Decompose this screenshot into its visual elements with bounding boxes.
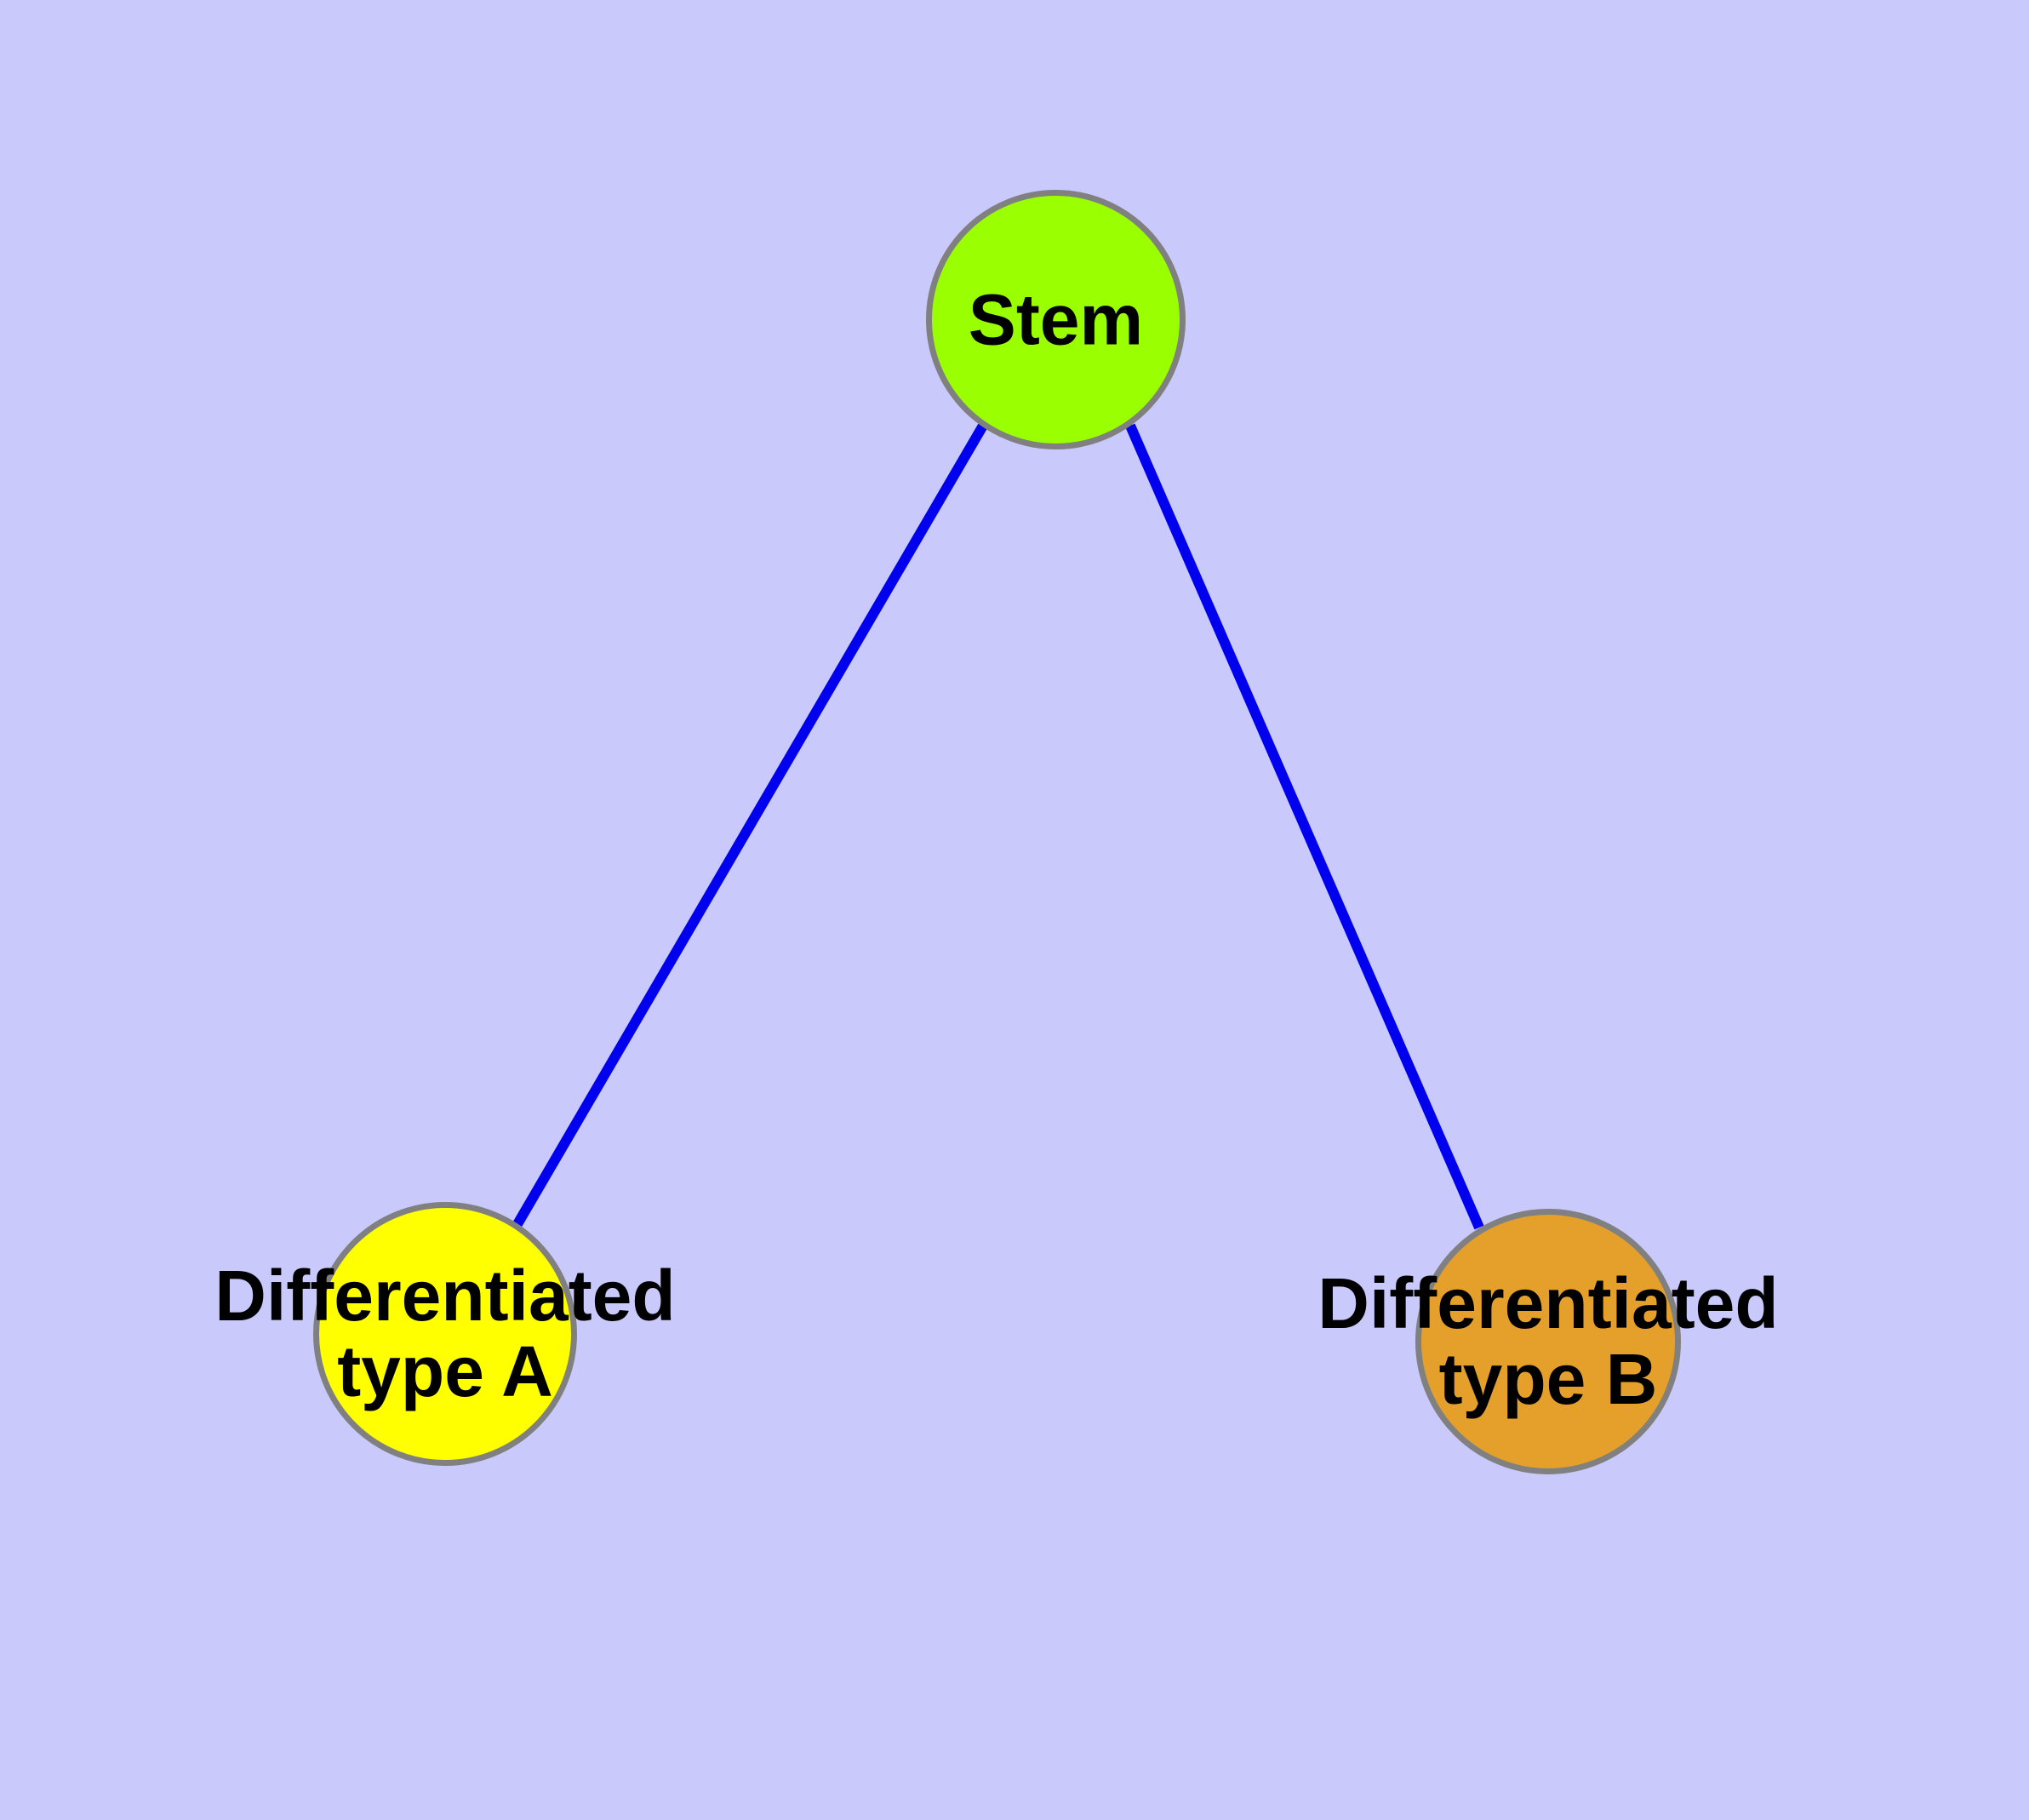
- edge-stem-to-differentiated-type-a[interactable]: [512, 422, 988, 1228]
- edge-stem-to-differentiated-type-b[interactable]: [1125, 423, 1484, 1230]
- node-stem[interactable]: Stem: [926, 190, 1186, 449]
- node-differentiated-type-b[interactable]: Differentiated type B: [1317, 1209, 1779, 1474]
- node-differentiated-type-a[interactable]: Differentiated type A: [214, 1202, 676, 1466]
- node-stem-label: Stem: [968, 278, 1144, 359]
